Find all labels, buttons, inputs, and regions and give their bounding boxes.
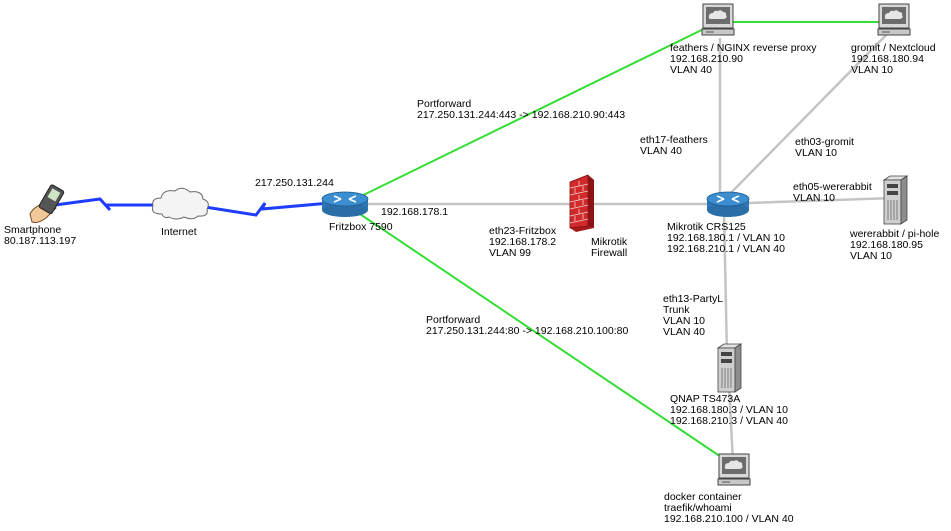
eth23-port: eth23-Fritzbox bbox=[489, 225, 557, 237]
smartphone-node[interactable] bbox=[26, 184, 66, 228]
feathers-vlan: VLAN 40 bbox=[670, 64, 713, 76]
firewall-icon bbox=[569, 174, 594, 232]
link-fritzbox-docker bbox=[344, 203, 734, 466]
eth03-vlan: VLAN 10 bbox=[795, 147, 838, 159]
docker-name-line2: traefik/whoami bbox=[664, 502, 732, 514]
docker-node[interactable] bbox=[716, 452, 752, 488]
link-mikrotik-gromit bbox=[719, 27, 894, 205]
qnap-label: QNAP TS473A 192.168.180.3 / VLAN 10 192.… bbox=[670, 394, 788, 427]
mikrotik-ip-vlan40: 192.168.210.1 / VLAN 40 bbox=[667, 243, 785, 255]
workstation-icon bbox=[717, 453, 751, 486]
eth17-port: eth17-feathers bbox=[640, 134, 708, 146]
qnap-name: QNAP TS473A bbox=[670, 393, 741, 405]
eth17-vlan: VLAN 40 bbox=[640, 145, 683, 157]
eth13-vlan40: VLAN 40 bbox=[663, 326, 706, 338]
cloud-icon bbox=[151, 187, 209, 220]
gromit-name: gromit / Nextcloud bbox=[851, 42, 936, 54]
router-icon bbox=[706, 191, 750, 217]
wererabbit-ip: 192.168.180.95 bbox=[850, 239, 923, 251]
mikrotik-ip-vlan10: 192.168.180.1 / VLAN 10 bbox=[667, 232, 785, 244]
wererabbit-label: wererabbit / pi-hole 192.168.180.95 VLAN… bbox=[850, 229, 939, 262]
eth05-label: eth05-wererabbit VLAN 10 bbox=[793, 182, 872, 204]
wererabbit-vlan: VLAN 10 bbox=[850, 250, 893, 262]
docker-label: docker container traefik/whoami 192.168.… bbox=[664, 492, 794, 525]
fritzbox-node[interactable] bbox=[320, 190, 370, 218]
qnap-ip-vlan40: 192.168.210.3 / VLAN 40 bbox=[670, 415, 788, 427]
firewall-name: Mikrotik Firewall bbox=[591, 237, 627, 259]
workstation-icon bbox=[701, 3, 735, 36]
portforward-https-label: Portforward 217.250.131.244:443 -> 192.1… bbox=[417, 99, 625, 121]
wererabbit-name: wererabbit / pi-hole bbox=[850, 228, 940, 240]
eth03-label: eth03-gromit VLAN 10 bbox=[795, 137, 854, 159]
tower-server-icon bbox=[882, 175, 909, 225]
feathers-label: feathers / NGINX reverse proxy 192.168.2… bbox=[670, 43, 816, 76]
workstation-icon bbox=[877, 3, 911, 36]
portforward-http-label: Portforward 217.250.131.244:80 -> 192.16… bbox=[426, 315, 628, 337]
wererabbit-node[interactable] bbox=[881, 174, 909, 226]
gromit-label: gromit / Nextcloud 192.168.180.94 VLAN 1… bbox=[851, 43, 936, 76]
eth05-port: eth05-wererabbit bbox=[793, 181, 872, 193]
qnap-node[interactable] bbox=[715, 342, 743, 394]
link-fritzbox-feathers bbox=[344, 21, 719, 205]
smartphone-label: Smartphone 80.187.113.197 bbox=[4, 225, 76, 247]
eth17-label: eth17-feathers VLAN 40 bbox=[640, 135, 708, 157]
feathers-node[interactable] bbox=[700, 2, 736, 38]
eth05-vlan: VLAN 10 bbox=[793, 192, 836, 204]
eth23-vlan: VLAN 99 bbox=[489, 247, 532, 259]
link-qnap-docker bbox=[727, 384, 735, 463]
mikrotik-label: Mikrotik CRS125 192.168.180.1 / VLAN 10 … bbox=[667, 222, 785, 255]
firewall-name-line2: Firewall bbox=[591, 247, 628, 259]
internet-node[interactable] bbox=[148, 186, 212, 222]
qnap-ip-vlan10: 192.168.180.3 / VLAN 10 bbox=[670, 404, 788, 416]
eth13-label: eth13-PartyL Trunk VLAN 10 VLAN 40 bbox=[663, 294, 723, 338]
eth13-mode: Trunk bbox=[663, 304, 690, 316]
firewall-name-line1: Mikrotik bbox=[591, 236, 628, 248]
link-internet-fritzbox bbox=[204, 201, 331, 217]
portforward-http-rule: 217.250.131.244:80 -> 192.168.210.100:80 bbox=[426, 325, 629, 337]
eth13-port: eth13-PartyL bbox=[663, 293, 724, 305]
link-smartphone-internet bbox=[54, 197, 160, 212]
smartphone-name: Smartphone bbox=[4, 224, 62, 236]
feathers-name: feathers / NGINX reverse proxy bbox=[670, 42, 817, 54]
fritzbox-lan-ip: 192.168.178.1 bbox=[381, 206, 449, 218]
smartphone-ip: 80.187.113.197 bbox=[4, 235, 77, 247]
portforward-https-title: Portforward bbox=[417, 98, 472, 110]
gromit-ip: 192.168.180.94 bbox=[851, 53, 924, 65]
fritzbox-wan-ip: 217.250.131.244 bbox=[255, 177, 334, 189]
feathers-ip: 192.168.210.90 bbox=[670, 53, 743, 65]
portforward-https-rule: 217.250.131.244:443 -> 192.168.210.90:44… bbox=[417, 109, 626, 121]
mikrotik-name: Mikrotik CRS125 bbox=[667, 221, 746, 233]
portforward-http-title: Portforward bbox=[426, 314, 481, 326]
link-mikrotik-qnap bbox=[722, 209, 729, 359]
fritzbox-name: Fritzbox 7590 bbox=[329, 221, 393, 233]
internet-label: Internet bbox=[161, 226, 197, 238]
tower-server-icon bbox=[716, 343, 743, 393]
docker-name-line1: docker container bbox=[664, 491, 742, 503]
firewall-node[interactable] bbox=[566, 172, 596, 234]
gromit-node[interactable] bbox=[876, 2, 912, 38]
handheld-device-icon bbox=[29, 184, 65, 223]
eth23-ip: 192.168.178.2 bbox=[489, 236, 557, 248]
mikrotik-node[interactable] bbox=[705, 190, 751, 218]
docker-ip: 192.168.210.100 / VLAN 40 bbox=[664, 513, 794, 525]
gromit-vlan: VLAN 10 bbox=[851, 64, 894, 76]
router-icon bbox=[321, 191, 369, 217]
eth13-vlan10: VLAN 10 bbox=[663, 315, 706, 327]
eth03-port: eth03-gromit bbox=[795, 136, 854, 148]
eth23-label: eth23-Fritzbox 192.168.178.2 VLAN 99 bbox=[489, 226, 556, 259]
